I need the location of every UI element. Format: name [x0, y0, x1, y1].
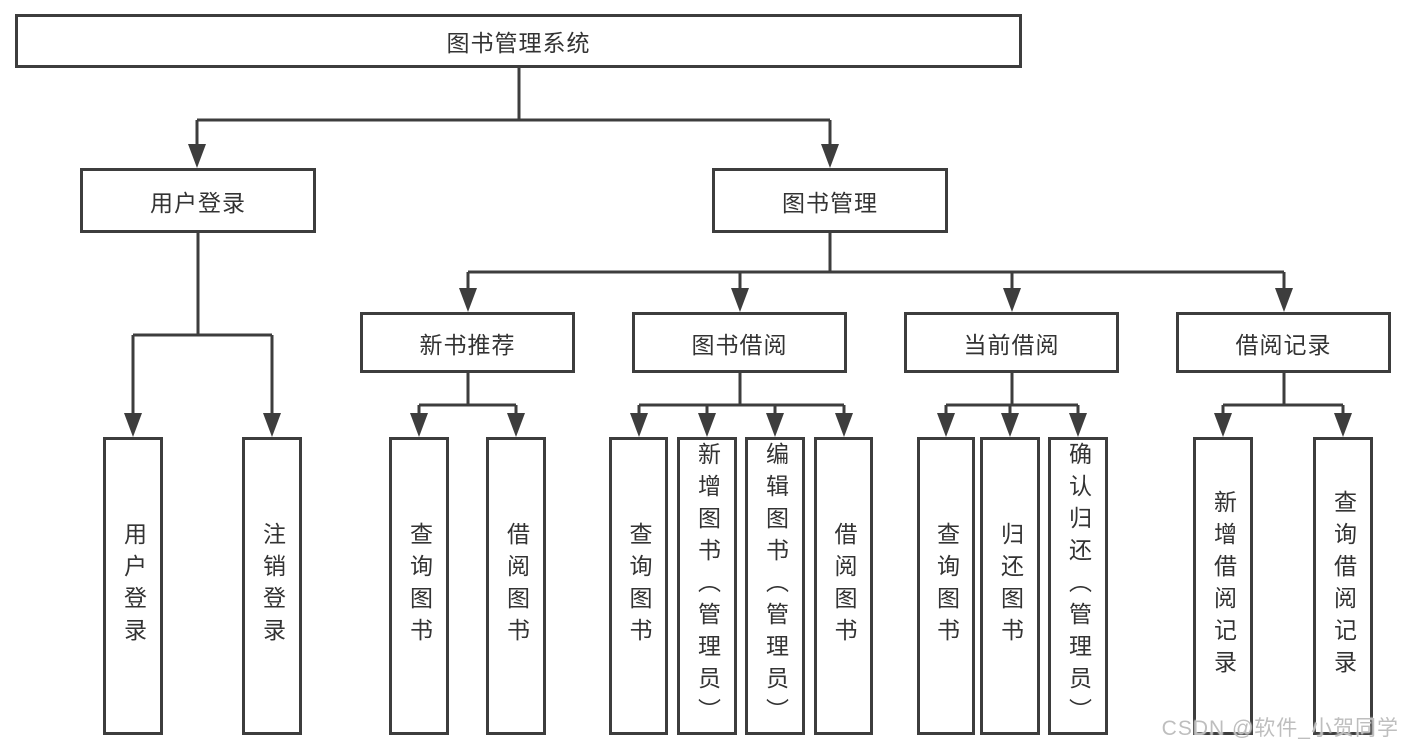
leaf-recommend-query-books: 查询图书: [389, 437, 449, 735]
leaf-borrowing-query-books-label: 查询图书: [626, 522, 652, 650]
csdn-watermark: CSDN @软件_小贺同学: [1161, 717, 1399, 740]
leaf-logout: 注销登录: [242, 437, 302, 735]
leaf-borrowing-edit-books-admin-label: 编辑图书（管理员）: [762, 442, 789, 730]
leaf-logout-label: 注销登录: [259, 522, 286, 650]
leaf-user-login-label: 用户登录: [120, 522, 147, 650]
leaf-borrowing-borrow-books: 借阅图书: [814, 437, 873, 735]
leaf-current-confirm-return-admin-label: 确认归还（管理员）: [1065, 442, 1092, 730]
leaf-records-query-record-label: 查询借阅记录: [1330, 490, 1357, 682]
node-new-book-recommend: 新书推荐: [360, 312, 575, 373]
leaf-recommend-borrow-books-label: 借阅图书: [503, 522, 530, 650]
node-book-borrowing: 图书借阅: [632, 312, 847, 373]
leaf-records-add-record: 新增借阅记录: [1193, 437, 1253, 735]
leaf-current-query-books: 查询图书: [917, 437, 975, 735]
leaf-borrowing-borrow-books-label: 借阅图书: [831, 522, 857, 650]
arrowheads: [124, 144, 1352, 437]
leaf-current-confirm-return-admin: 确认归还（管理员）: [1048, 437, 1108, 735]
leaf-records-query-record: 查询借阅记录: [1313, 437, 1373, 735]
leaf-borrowing-add-books-admin: 新增图书（管理员）: [677, 437, 737, 735]
node-borrowing-records: 借阅记录: [1176, 312, 1391, 373]
node-book-management: 图书管理: [712, 168, 948, 233]
leaf-borrowing-query-books: 查询图书: [609, 437, 668, 735]
leaf-user-login: 用户登录: [103, 437, 163, 735]
node-user-login: 用户登录: [80, 168, 316, 233]
leaf-recommend-borrow-books: 借阅图书: [486, 437, 546, 735]
leaf-recommend-query-books-label: 查询图书: [406, 522, 433, 650]
leaf-borrowing-edit-books-admin: 编辑图书（管理员）: [745, 437, 805, 735]
node-current-borrowing: 当前借阅: [904, 312, 1119, 373]
leaf-current-return-books-label: 归还图书: [997, 522, 1024, 650]
node-root-library-system: 图书管理系统: [15, 14, 1022, 68]
leaf-borrowing-add-books-admin-label: 新增图书（管理员）: [694, 442, 721, 730]
leaf-current-query-books-label: 查询图书: [933, 522, 960, 650]
leaf-records-add-record-label: 新增借阅记录: [1210, 490, 1237, 682]
leaf-current-return-books: 归还图书: [980, 437, 1040, 735]
